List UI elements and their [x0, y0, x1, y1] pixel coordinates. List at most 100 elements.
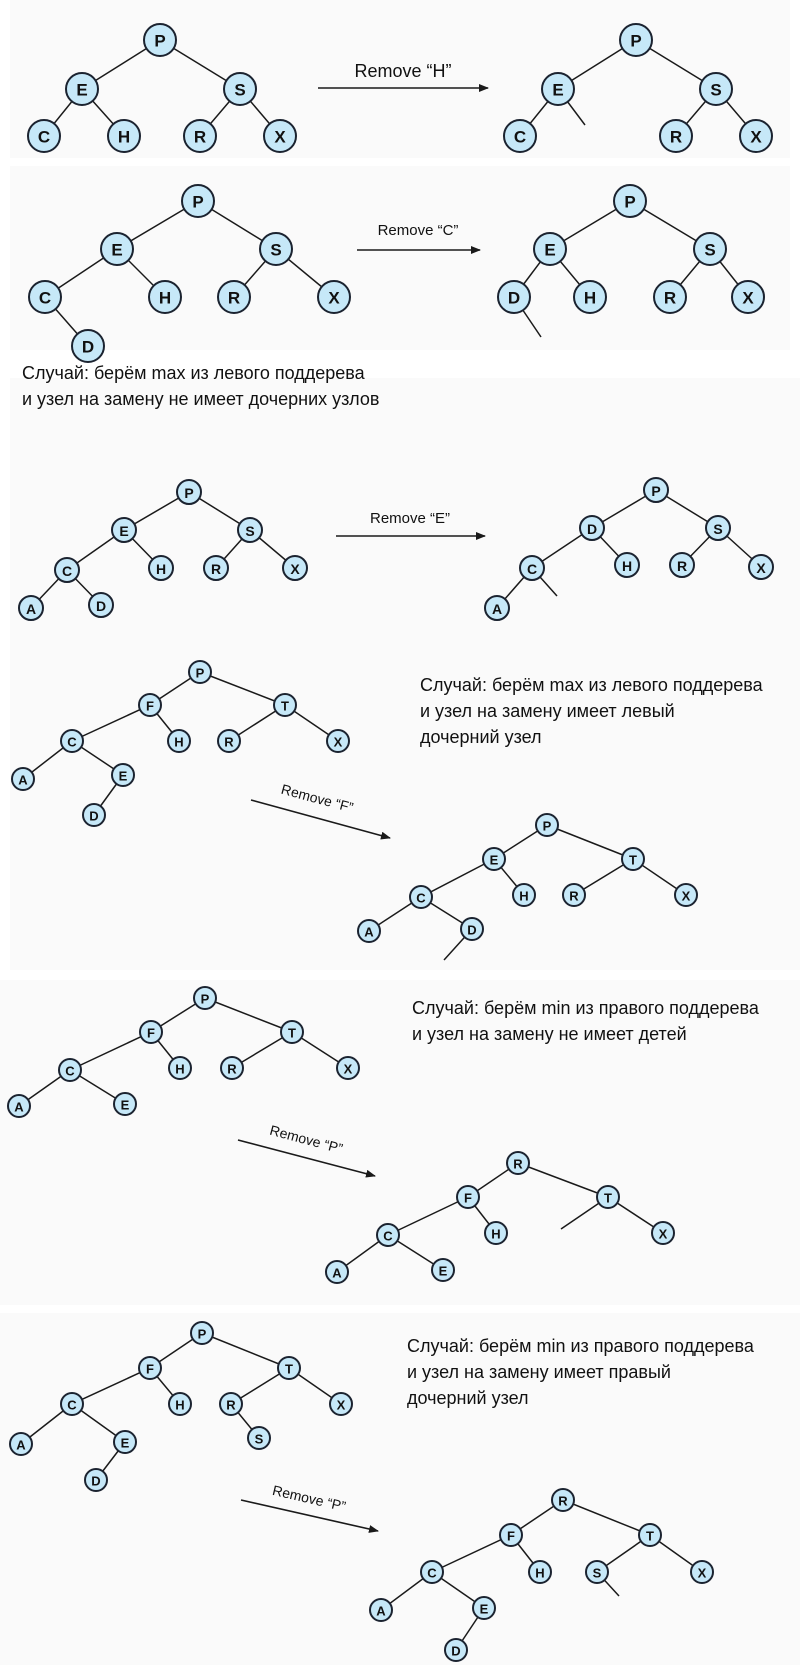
tree-node: R [217, 729, 241, 753]
caption-line: Случай: берём min из правого поддерева [407, 1336, 754, 1356]
transform-arrow [237, 1139, 376, 1178]
node-label: A [332, 1266, 342, 1281]
node-circle [705, 515, 731, 541]
operation-label: Remove “H” [354, 61, 451, 81]
node-label: P [196, 666, 205, 681]
node-label: P [192, 193, 203, 212]
tree-node: S [693, 232, 727, 266]
node-label: R [513, 1157, 523, 1172]
node-circle [613, 184, 647, 218]
tree-node: S [585, 1560, 609, 1584]
node-label: A [14, 1100, 24, 1115]
caption-line: и узел на замену не имеет детей [412, 1024, 687, 1044]
node-circle [431, 1258, 455, 1282]
node-label: H [175, 1062, 184, 1077]
node-circle [217, 280, 251, 314]
node-circle [512, 883, 536, 907]
tree-node: H [167, 729, 191, 753]
node-circle [329, 1392, 353, 1416]
tree-node: R [669, 552, 695, 578]
tree-node: E [541, 72, 575, 106]
tree-node: A [7, 1094, 31, 1118]
node-label: D [467, 923, 476, 938]
tree-node: H [168, 1056, 192, 1080]
node-label: E [119, 523, 128, 539]
tree-node: E [431, 1258, 455, 1282]
tree-node: X [651, 1221, 675, 1245]
node-label: R [194, 128, 206, 147]
node-circle [18, 595, 44, 621]
tree-node: E [111, 517, 137, 543]
node-label: A [18, 773, 28, 788]
node-label: S [255, 1432, 264, 1447]
node-label: H [584, 289, 596, 308]
node-circle [614, 552, 640, 578]
node-circle [621, 847, 645, 871]
tree-node: D [84, 1468, 108, 1492]
node-label: P [630, 32, 641, 51]
tree-node: E [113, 1430, 137, 1454]
node-label: A [364, 925, 374, 940]
node-circle [690, 1560, 714, 1584]
node-label: C [39, 289, 51, 308]
node-label: A [492, 601, 502, 617]
node-label: S [713, 521, 722, 537]
tree-node: T [273, 693, 297, 717]
node-circle [60, 1392, 84, 1416]
tree-node: P [613, 184, 647, 218]
node-label: E [121, 1436, 130, 1451]
tree-node: E [482, 847, 506, 871]
caption-line: дочерний узел [420, 727, 542, 747]
node-label: R [569, 889, 579, 904]
panel-background [10, 166, 790, 350]
operation-label: Remove “C” [378, 222, 459, 239]
node-circle [9, 1432, 33, 1456]
tree-node: X [739, 119, 773, 153]
node-label: E [119, 769, 128, 784]
node-circle [376, 1223, 400, 1247]
node-label: D [82, 338, 94, 357]
caption-line: и узел на замену имеет правый [407, 1362, 671, 1382]
node-circle [541, 72, 575, 106]
node-label: R [211, 561, 221, 577]
node-circle [88, 592, 114, 618]
node-label: R [670, 128, 682, 147]
node-circle [573, 280, 607, 314]
node-circle [148, 280, 182, 314]
node-label: D [508, 289, 520, 308]
tree-node: D [88, 592, 114, 618]
caption-line: и узел на замену имеет левый [420, 701, 675, 721]
node-circle [143, 23, 177, 57]
tree-node: T [638, 1523, 662, 1547]
node-circle [699, 72, 733, 106]
node-circle [65, 72, 99, 106]
tree-node: X [282, 555, 308, 581]
node-label: S [245, 523, 254, 539]
tree-node: S [259, 232, 293, 266]
tree-node: P [176, 479, 202, 505]
node-label: F [146, 1362, 154, 1377]
tree-node: R [562, 883, 586, 907]
tree-node: T [280, 1020, 304, 1044]
tree-node: S [705, 515, 731, 541]
node-label: C [65, 1064, 75, 1079]
node-circle [188, 660, 212, 684]
tree-node: C [376, 1223, 400, 1247]
node-circle [369, 1598, 393, 1622]
node-circle [282, 555, 308, 581]
tree-node: E [111, 763, 135, 787]
tree-node: P [143, 23, 177, 57]
node-label: X [756, 560, 766, 576]
tree-node: A [11, 767, 35, 791]
node-circle [317, 280, 351, 314]
node-circle [58, 1058, 82, 1082]
node-label: X [328, 289, 340, 308]
tree-node: A [9, 1432, 33, 1456]
node-circle [596, 1185, 620, 1209]
node-circle [484, 595, 510, 621]
